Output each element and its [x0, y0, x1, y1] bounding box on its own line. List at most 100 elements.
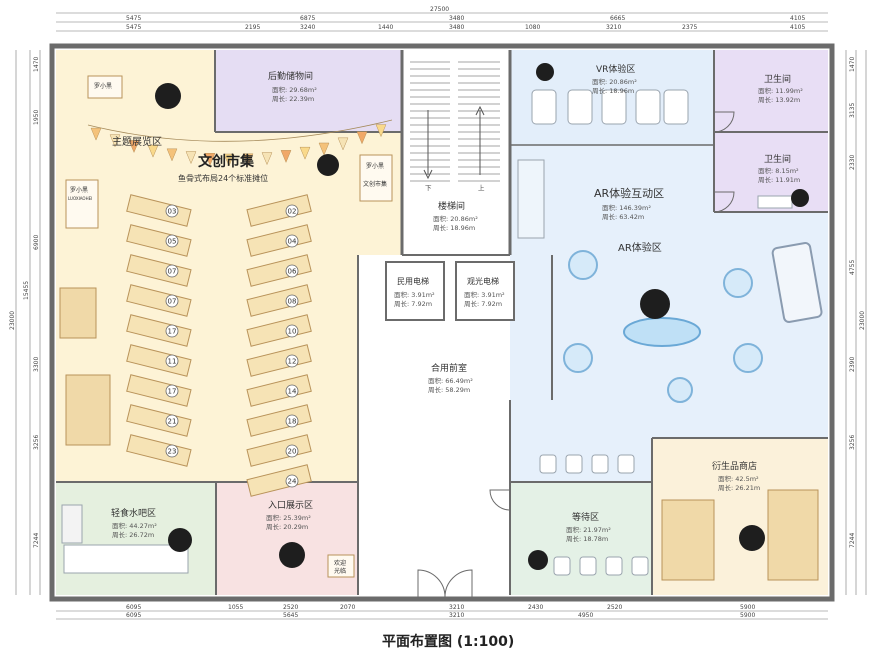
booth-number: 07 — [168, 298, 177, 306]
waiting-floor — [510, 482, 652, 595]
dim-label: 3256 — [849, 435, 856, 450]
theme-shelf-2 — [65, 374, 111, 446]
booth: 18 — [246, 404, 312, 437]
dim-label: 3256 — [33, 435, 40, 450]
booth-stall — [126, 224, 192, 257]
booth-number: 04 — [288, 238, 297, 246]
booth-number-badge — [165, 354, 179, 368]
booth-number-badge — [285, 384, 299, 398]
vr-seat-2 — [567, 89, 593, 125]
booth: 20 — [246, 434, 312, 467]
dim-label: 3480 — [449, 15, 464, 22]
shop-perimeter: 周长: 26.21m — [718, 483, 760, 492]
dim-label: 5475 — [126, 15, 141, 22]
waiting-chair-7 — [605, 556, 623, 576]
booth-number-badge — [165, 204, 179, 218]
dim-label: 4950 — [578, 612, 593, 619]
snack-counter — [63, 544, 189, 574]
outer-wall — [49, 43, 835, 602]
dim-label: 2520 — [607, 604, 622, 611]
ar-ring-5 — [667, 377, 693, 403]
wc-door-2[interactable] — [713, 191, 735, 213]
welcome-sign-a: 欢迎 — [334, 559, 346, 567]
snack-perimeter: 周长: 26.72m — [112, 530, 154, 539]
booth-stall — [246, 374, 312, 407]
booth-number-badge — [285, 414, 299, 428]
elevators — [385, 261, 515, 321]
elev1-name: 民用电梯 — [397, 276, 429, 286]
booth-stall — [246, 314, 312, 347]
dim-label: 6095 — [126, 612, 141, 619]
lobby-door[interactable] — [489, 489, 511, 511]
dim-label: 5475 — [126, 24, 141, 31]
booth: 03 — [126, 194, 192, 227]
pennant-flag — [223, 153, 235, 167]
fridge — [61, 504, 83, 544]
booth-number-badge — [165, 414, 179, 428]
cat-icon — [279, 542, 305, 568]
dim-label: 6665 — [610, 15, 625, 22]
booth-number-badge — [285, 354, 299, 368]
dim-label: 5645 — [283, 612, 298, 619]
dim-label: 7244 — [33, 533, 40, 548]
waiting-chair-2 — [565, 454, 583, 474]
booth-stall — [126, 434, 192, 467]
booth: 10 — [246, 314, 312, 347]
booth-stall — [126, 374, 192, 407]
posters: 罗小黑 LUOXIAOHEI 罗小黑 文创市集 罗小黑 欢迎 光临 — [65, 75, 393, 578]
dim-label: 1470 — [33, 57, 40, 72]
lobby-area: 面积: 66.49m² — [428, 376, 473, 385]
wc2-perimeter: 周长: 11.91m — [758, 175, 800, 184]
dim-label: 6095 — [126, 604, 141, 611]
dim-label: 2195 — [245, 24, 260, 31]
elevator-sightseeing — [455, 261, 515, 321]
booth-stall — [126, 404, 192, 437]
ar-ring-3 — [563, 343, 593, 373]
elevator-civil — [385, 261, 445, 321]
booth: 17 — [126, 314, 192, 347]
pennant-flag — [128, 140, 140, 154]
booth-stall — [246, 404, 312, 437]
pennant-flag — [337, 137, 349, 151]
vr-name: VR体验区 — [596, 63, 635, 75]
booth-stall — [126, 194, 192, 227]
ar-ring-1 — [568, 250, 598, 280]
booth-number-badge — [165, 384, 179, 398]
elev2-perimeter: 周长: 7.92m — [464, 299, 502, 308]
elev2-area: 面积: 3.91m² — [464, 290, 505, 299]
pennant-flag — [242, 153, 254, 167]
vr-seat-5 — [663, 89, 689, 125]
booth-number-badge — [285, 324, 299, 338]
welcome-sign — [327, 554, 355, 578]
plan-title: 平面布置图 (1:100) — [382, 633, 514, 650]
booth: 06 — [246, 254, 312, 287]
wc-door-1[interactable] — [713, 111, 735, 133]
wc1-name: 卫生间 — [764, 73, 791, 85]
stair-arrows — [423, 105, 485, 180]
dim-label: 2375 — [682, 24, 697, 31]
ar-sub-name: AR体验区 — [618, 241, 662, 254]
dim-left-mid: 15455 — [23, 281, 30, 300]
booth-stall — [246, 254, 312, 287]
ar-main-area: 面积: 146.39m² — [602, 203, 651, 212]
booth-number: 23 — [168, 448, 177, 456]
snack-area: 面积: 44.27m² — [112, 521, 157, 530]
entrance-door[interactable] — [417, 569, 446, 598]
storage-name: 后勤储物间 — [268, 70, 313, 82]
booth: 07 — [126, 284, 192, 317]
booth-number-badge — [165, 234, 179, 248]
dim-label: 4105 — [790, 15, 805, 22]
dim-label: 3240 — [300, 24, 315, 31]
entrance-door-2[interactable] — [444, 569, 473, 598]
poster-3 — [87, 75, 123, 99]
booth-stall — [126, 254, 192, 287]
stairs — [410, 61, 500, 182]
waiting-area: 面积: 21.97m² — [566, 525, 611, 534]
cat-icon — [640, 289, 670, 319]
waiting-chair-3 — [591, 454, 609, 474]
stairs-area: 面积: 20.86m² — [433, 214, 478, 223]
dim-label: 5900 — [740, 612, 755, 619]
